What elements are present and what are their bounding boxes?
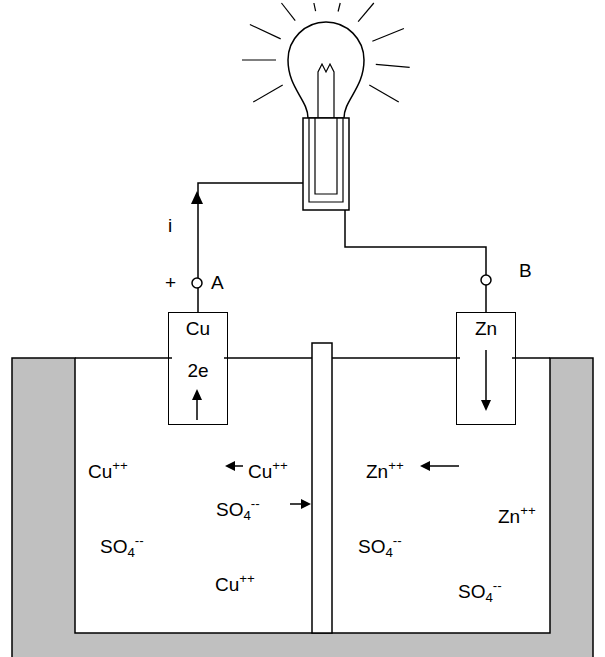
label-box: + — [165, 272, 176, 294]
label-box: SO4-- — [358, 530, 402, 564]
label-box: B — [519, 260, 532, 282]
label-box: Cu++ — [88, 455, 128, 483]
charge: -- — [493, 578, 502, 593]
ion-symbol: Zn — [366, 461, 388, 482]
light-ray — [376, 64, 410, 67]
bulb-base — [309, 118, 343, 202]
light-ray — [281, 3, 295, 21]
electrode: Cu 2e — [168, 312, 228, 425]
label-box: SO4-- — [100, 530, 144, 564]
ion-label: SO4-- — [358, 536, 402, 557]
label-box: Cu++ — [248, 455, 288, 483]
subscript: 4 — [485, 590, 492, 605]
light-ray — [253, 85, 282, 102]
label-box: Zn++ — [366, 455, 404, 483]
ion-symbol: SO — [358, 536, 385, 557]
charge: -- — [393, 533, 402, 548]
label-box: SO4-- — [458, 575, 502, 609]
electron-arrow — [192, 389, 202, 420]
charge: -- — [251, 496, 260, 511]
ion-symbol: SO — [100, 536, 127, 557]
ion-symbol: SO — [216, 499, 243, 520]
ion-symbol: Cu — [248, 461, 272, 482]
light-ray — [369, 85, 398, 102]
ion-label: Zn++ — [366, 461, 404, 482]
ion-arrow — [290, 499, 311, 509]
current-arrow — [191, 191, 203, 204]
bulb-base — [315, 118, 337, 194]
light-ray — [358, 3, 374, 22]
label-box: A — [211, 272, 224, 294]
light-ray — [242, 59, 276, 60]
charge: ++ — [520, 503, 536, 518]
electrode: Zn — [456, 312, 516, 425]
label-box: SO4-- — [216, 493, 260, 527]
terminal-label: i — [168, 215, 172, 236]
light-ray — [338, 3, 340, 11]
container — [12, 358, 593, 657]
ion-label: Cu++ — [215, 574, 255, 595]
electrode-label: Cu — [169, 318, 227, 340]
ion-arrow — [420, 461, 459, 471]
label-box: i — [168, 215, 172, 237]
label-box: Zn++ — [498, 500, 536, 528]
ion-label: SO4-- — [100, 536, 144, 557]
terminal-label: A — [211, 272, 224, 293]
ion-symbol: Cu — [88, 461, 112, 482]
ion-label: Cu++ — [248, 461, 288, 482]
ion-symbol: Zn — [498, 506, 520, 527]
ion-label: SO4-- — [458, 581, 502, 602]
label-box: Cu++ — [215, 568, 255, 596]
subscript: 4 — [385, 545, 392, 560]
charge: ++ — [239, 571, 255, 586]
bulb-globe — [288, 22, 364, 118]
bulb-base — [303, 118, 349, 210]
terminal-label: + — [165, 272, 176, 293]
ion-label: SO4-- — [216, 499, 260, 520]
subscript: 4 — [127, 545, 134, 560]
terminal — [481, 275, 491, 285]
light-ray — [250, 25, 281, 39]
charge: -- — [135, 533, 144, 548]
zinc-arrow — [481, 350, 491, 411]
terminal-label: B — [519, 260, 532, 281]
electrode-label: 2e — [169, 360, 227, 382]
filament — [318, 64, 334, 118]
ion-label: Zn++ — [498, 506, 536, 527]
ion-symbol: SO — [458, 581, 485, 602]
light-ray — [314, 3, 316, 11]
charge: ++ — [112, 458, 128, 473]
charge: ++ — [388, 458, 404, 473]
ion-symbol: Cu — [215, 574, 239, 595]
terminal — [192, 278, 202, 288]
subscript: 4 — [243, 508, 250, 523]
light-ray — [372, 29, 404, 42]
porous-partition — [312, 343, 332, 633]
ion-arrow — [225, 461, 243, 471]
ion-label: Cu++ — [88, 461, 128, 482]
electrode-label: Zn — [457, 318, 515, 340]
charge: ++ — [272, 458, 288, 473]
